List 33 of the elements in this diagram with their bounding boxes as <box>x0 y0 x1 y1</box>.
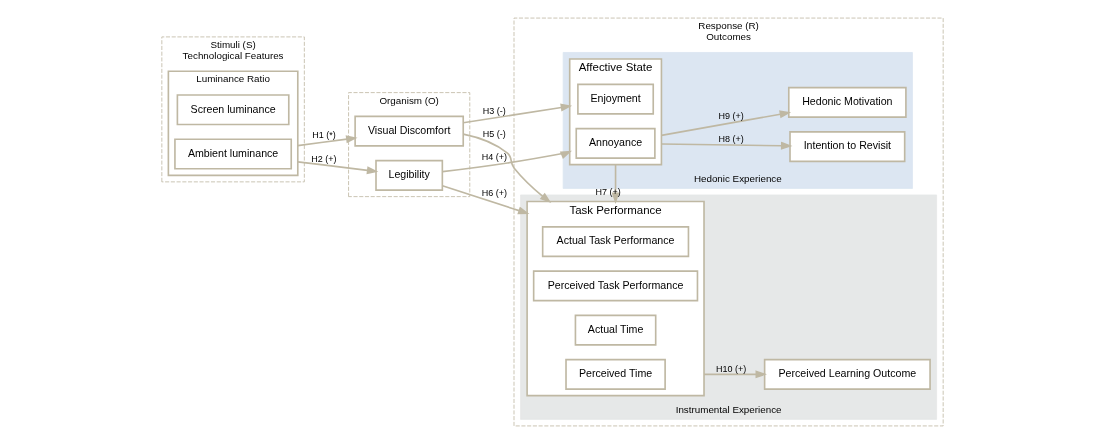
arrow <box>296 161 378 175</box>
node-box: Ambient luminance <box>173 138 292 170</box>
node-box: Actual Task Performance <box>541 226 689 258</box>
node-box: Visual Discomfort <box>353 115 464 147</box>
arrow <box>660 141 792 150</box>
arrow <box>441 185 529 215</box>
node-box: Enjoyment <box>576 83 654 115</box>
arrow <box>702 370 767 379</box>
arrow <box>660 110 791 137</box>
edge-label: H1 (*) <box>311 130 336 141</box>
node-box: Actual Time <box>574 314 657 346</box>
node-box: Annoyance <box>574 127 656 159</box>
edge-label: H10 (+) <box>715 363 746 374</box>
node-box: Perceived Learning Outcome <box>763 358 931 390</box>
node-box: Intention to Revisit <box>788 131 905 163</box>
arrow <box>461 103 572 124</box>
edge-label: H6 (+) <box>481 188 507 199</box>
arrow <box>462 133 551 204</box>
arrow <box>296 135 358 147</box>
node-box: Screen luminance <box>176 94 290 126</box>
edge-label: H2 (+) <box>310 154 337 165</box>
edge-label: H5 (-) <box>482 128 506 139</box>
edge-label: H8 (+) <box>717 134 744 145</box>
edge-label: H3 (-) <box>482 105 506 116</box>
edge-label: H7 (+) <box>595 186 621 197</box>
arrow <box>441 150 572 173</box>
arrow <box>611 163 620 204</box>
edge-label: H9 (+) <box>717 110 744 121</box>
node-box: Hedonic Motivation <box>787 86 907 118</box>
node-box: Perceived Task Performance <box>532 270 698 302</box>
node-box: Legibility <box>374 159 443 191</box>
edge-label: H4 (+) <box>481 152 507 163</box>
node-box: Perceived Time <box>564 358 666 390</box>
